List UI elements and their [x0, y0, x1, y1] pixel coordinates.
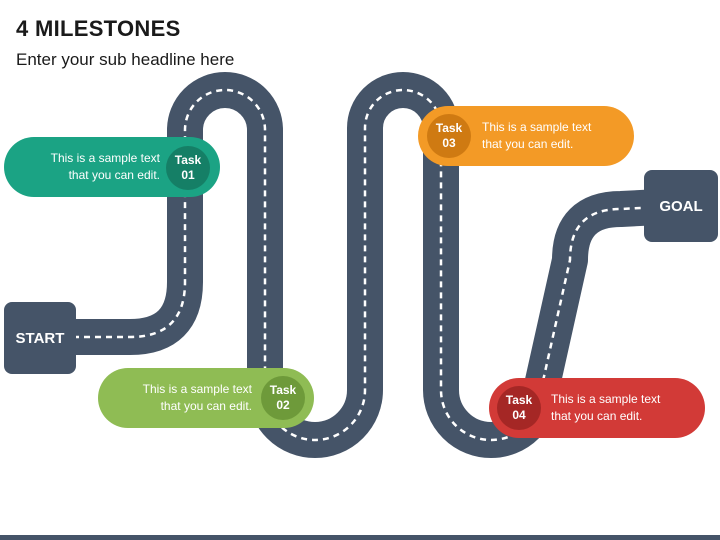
task-02-badge: Task 02: [261, 376, 305, 420]
task-01-badge-number: 01: [181, 168, 195, 182]
start-marker: START: [4, 302, 76, 374]
page-subtitle: Enter your sub headline here: [16, 50, 235, 69]
task-01-text-line2: that you can edit.: [68, 168, 160, 182]
task-04-badge-word: Task: [505, 393, 533, 407]
start-label: START: [15, 329, 65, 347]
task-03-badge-word: Task: [435, 121, 463, 135]
goal-marker: GOAL: [644, 170, 718, 242]
goal-label: GOAL: [659, 197, 703, 215]
task-04-badge-number: 04: [512, 408, 526, 422]
task-02-text-line1: This is a sample text: [142, 382, 252, 396]
page-title: 4 MILESTONES: [16, 16, 181, 41]
task-03-badge: Task 03: [427, 114, 471, 158]
task-04-text-line2: that you can edit.: [551, 409, 643, 423]
task-03-text-line2: that you can edit.: [482, 137, 574, 151]
task-01-text-line1: This is a sample text: [50, 151, 160, 165]
bottom-accent-bar: [0, 535, 720, 540]
task-01-badge-word: Task: [174, 153, 202, 167]
task-04-text-line1: This is a sample text: [551, 392, 661, 406]
task-03-badge-number: 03: [442, 136, 456, 150]
task-01-badge: Task 01: [166, 146, 210, 190]
task-03-text-line1: This is a sample text: [482, 120, 592, 134]
task-02-badge-word: Task: [269, 383, 297, 397]
task-02-badge-number: 02: [276, 398, 290, 412]
task-04-badge: Task 04: [497, 386, 541, 430]
task-02-text-line2: that you can edit.: [160, 399, 252, 413]
road-center-dashes: [40, 88, 681, 442]
